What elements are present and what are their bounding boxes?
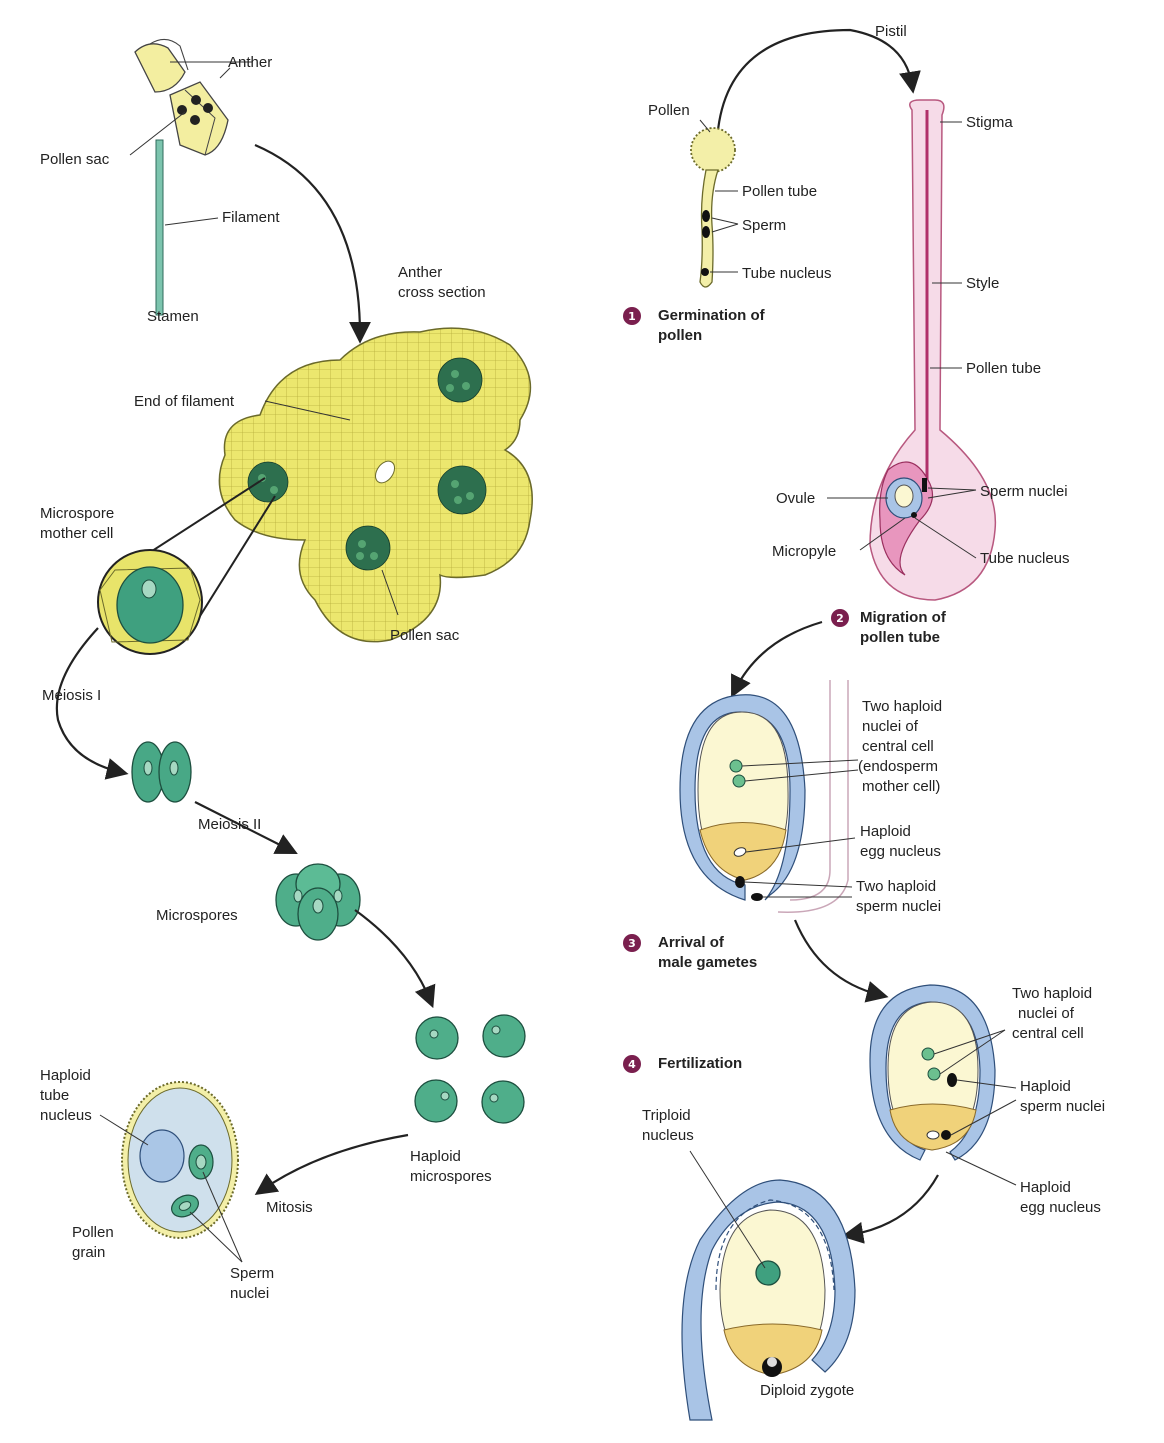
arrow-mitosis xyxy=(262,1135,408,1190)
arrow-to-haploid-microspores xyxy=(355,910,430,1000)
pollen-grain xyxy=(122,1082,238,1238)
haploid-tube-nucleus-label-2: tube xyxy=(40,1087,69,1104)
haploid-egg-nucleus-1-label-1: Haploid xyxy=(860,823,911,840)
central-cell-endo-label-1: Two haploid xyxy=(862,698,942,715)
anther-cross-section xyxy=(219,328,532,642)
haploid-tube-nucleus-label-1: Haploid xyxy=(40,1067,91,1084)
stamen-illustration xyxy=(135,39,228,315)
arrow-to-zygote xyxy=(850,1175,938,1235)
pollen-sac-right xyxy=(438,466,486,514)
step-4-title-1: Fertilization xyxy=(658,1055,742,1072)
step-4: 4 Fertilization xyxy=(623,1055,742,1073)
meiosis-1-label: Meiosis I xyxy=(42,687,101,704)
haploid-egg-nucleus-2-label-2: egg nucleus xyxy=(1020,1199,1101,1216)
haploid-microspores-label-2: microspores xyxy=(410,1168,492,1185)
haploid-microspores-label-1: Haploid xyxy=(410,1148,461,1165)
ovule-fertilization xyxy=(870,985,995,1160)
anther-cross-section-label-1: Anther xyxy=(398,264,442,281)
microspores-label: Microspores xyxy=(156,907,238,924)
pollen-grain-label-2: grain xyxy=(72,1244,105,1261)
pollen-sac-label: Pollen sac xyxy=(40,151,110,168)
sperm-nuclei-left-label-1: Sperm xyxy=(230,1265,274,1282)
step-2: 2 Migration of pollen tube xyxy=(831,609,947,646)
end-of-filament-label: End of filament xyxy=(134,393,235,410)
anther-cross-section-label-2: cross section xyxy=(398,284,486,301)
germinating-pollen xyxy=(691,128,735,287)
pollen-grain-label-1: Pollen xyxy=(72,1224,114,1241)
step-2-title-1: Migration of xyxy=(860,609,947,626)
two-haploid-sperm-nuclei-label-1: Two haploid xyxy=(856,878,936,895)
meiosis-2-label: Meiosis II xyxy=(198,816,261,833)
arrow-to-cross-section xyxy=(255,145,360,335)
haploid-egg-nucleus-2-label-1: Haploid xyxy=(1020,1179,1071,1196)
haploid-sperm-nuclei-label-2: sperm nuclei xyxy=(1020,1098,1105,1115)
pistil-label: Pistil xyxy=(875,23,907,40)
step-3-title-2: male gametes xyxy=(658,954,757,971)
pollen-sac-bottom xyxy=(346,526,390,570)
tetrad-microspores xyxy=(276,864,360,940)
sperm-nuclei-left-label-2: nuclei xyxy=(230,1285,269,1302)
step-3-number: 3 xyxy=(628,937,636,950)
filament-label: Filament xyxy=(222,209,280,226)
arrow-to-migration xyxy=(735,622,822,690)
arrow-to-fertilization xyxy=(795,920,880,995)
haploid-microspores xyxy=(415,1015,525,1123)
sperm-nuclei-right-label: Sperm nuclei xyxy=(980,483,1068,500)
stigma-label: Stigma xyxy=(966,114,1013,131)
step-1: 1 Germination of pollen xyxy=(623,307,766,344)
haploid-egg-nucleus-1-label-2: egg nucleus xyxy=(860,843,941,860)
ovule-migration xyxy=(680,680,848,912)
haploid-tube-nucleus-label-3: nucleus xyxy=(40,1107,92,1124)
triploid-nucleus-label-2: nucleus xyxy=(642,1127,694,1144)
haploid-sperm-nuclei-label-1: Haploid xyxy=(1020,1078,1071,1095)
pistil-illustration xyxy=(870,100,995,600)
step-2-title-2: pollen tube xyxy=(860,629,940,646)
central-cell-label-2: nuclei of xyxy=(1018,1005,1075,1022)
step-4-number: 4 xyxy=(628,1058,636,1071)
step-1-title-1: Germination of xyxy=(658,307,766,324)
central-cell-label-1: Two haploid xyxy=(1012,985,1092,1002)
micropyle-label: Micropyle xyxy=(772,543,836,560)
pollen-tube-mid-label: Pollen tube xyxy=(966,360,1041,377)
central-cell-endo-label-5: mother cell) xyxy=(862,778,940,795)
arrow-to-pistil xyxy=(718,30,912,130)
filament-shape xyxy=(156,140,163,315)
stamen-label: Stamen xyxy=(147,308,199,325)
mitosis-label: Mitosis xyxy=(266,1199,313,1216)
anther-label: Anther xyxy=(228,54,272,71)
central-cell-endo-label-3: central cell xyxy=(862,738,934,755)
pollen-sac-cross-label: Pollen sac xyxy=(390,627,460,644)
step-1-title-2: pollen xyxy=(658,327,702,344)
step-2-number: 2 xyxy=(836,612,844,625)
step-3-title-1: Arrival of xyxy=(658,934,725,951)
tube-nucleus-top-label: Tube nucleus xyxy=(742,265,832,282)
central-cell-label-3: central cell xyxy=(1012,1025,1084,1042)
triploid-nucleus-label-1: Triploid xyxy=(642,1107,691,1124)
diploid-zygote-label: Diploid zygote xyxy=(760,1382,854,1399)
central-cell-endo-label-4: (endosperm xyxy=(858,758,938,775)
ovule-label: Ovule xyxy=(776,490,815,507)
pollen-label: Pollen xyxy=(648,102,690,119)
tube-nucleus-bottom-label: Tube nucleus xyxy=(980,550,1070,567)
pollen-tube-top-label: Pollen tube xyxy=(742,183,817,200)
microspore-mother-cell-label-2: mother cell xyxy=(40,525,113,542)
sperm-label: Sperm xyxy=(742,217,786,234)
pollen-sac-top-right xyxy=(438,358,482,402)
dyad-cells xyxy=(132,742,191,802)
step-3: 3 Arrival of male gametes xyxy=(623,934,757,971)
style-label: Style xyxy=(966,275,999,292)
step-1-number: 1 xyxy=(628,310,636,323)
microspore-mother-cell-label-1: Microspore xyxy=(40,505,114,522)
two-haploid-sperm-nuclei-label-2: sperm nuclei xyxy=(856,898,941,915)
anther-shape xyxy=(135,39,228,155)
central-cell-endo-label-2: nuclei of xyxy=(862,718,919,735)
pollen-sac-left xyxy=(248,462,288,502)
